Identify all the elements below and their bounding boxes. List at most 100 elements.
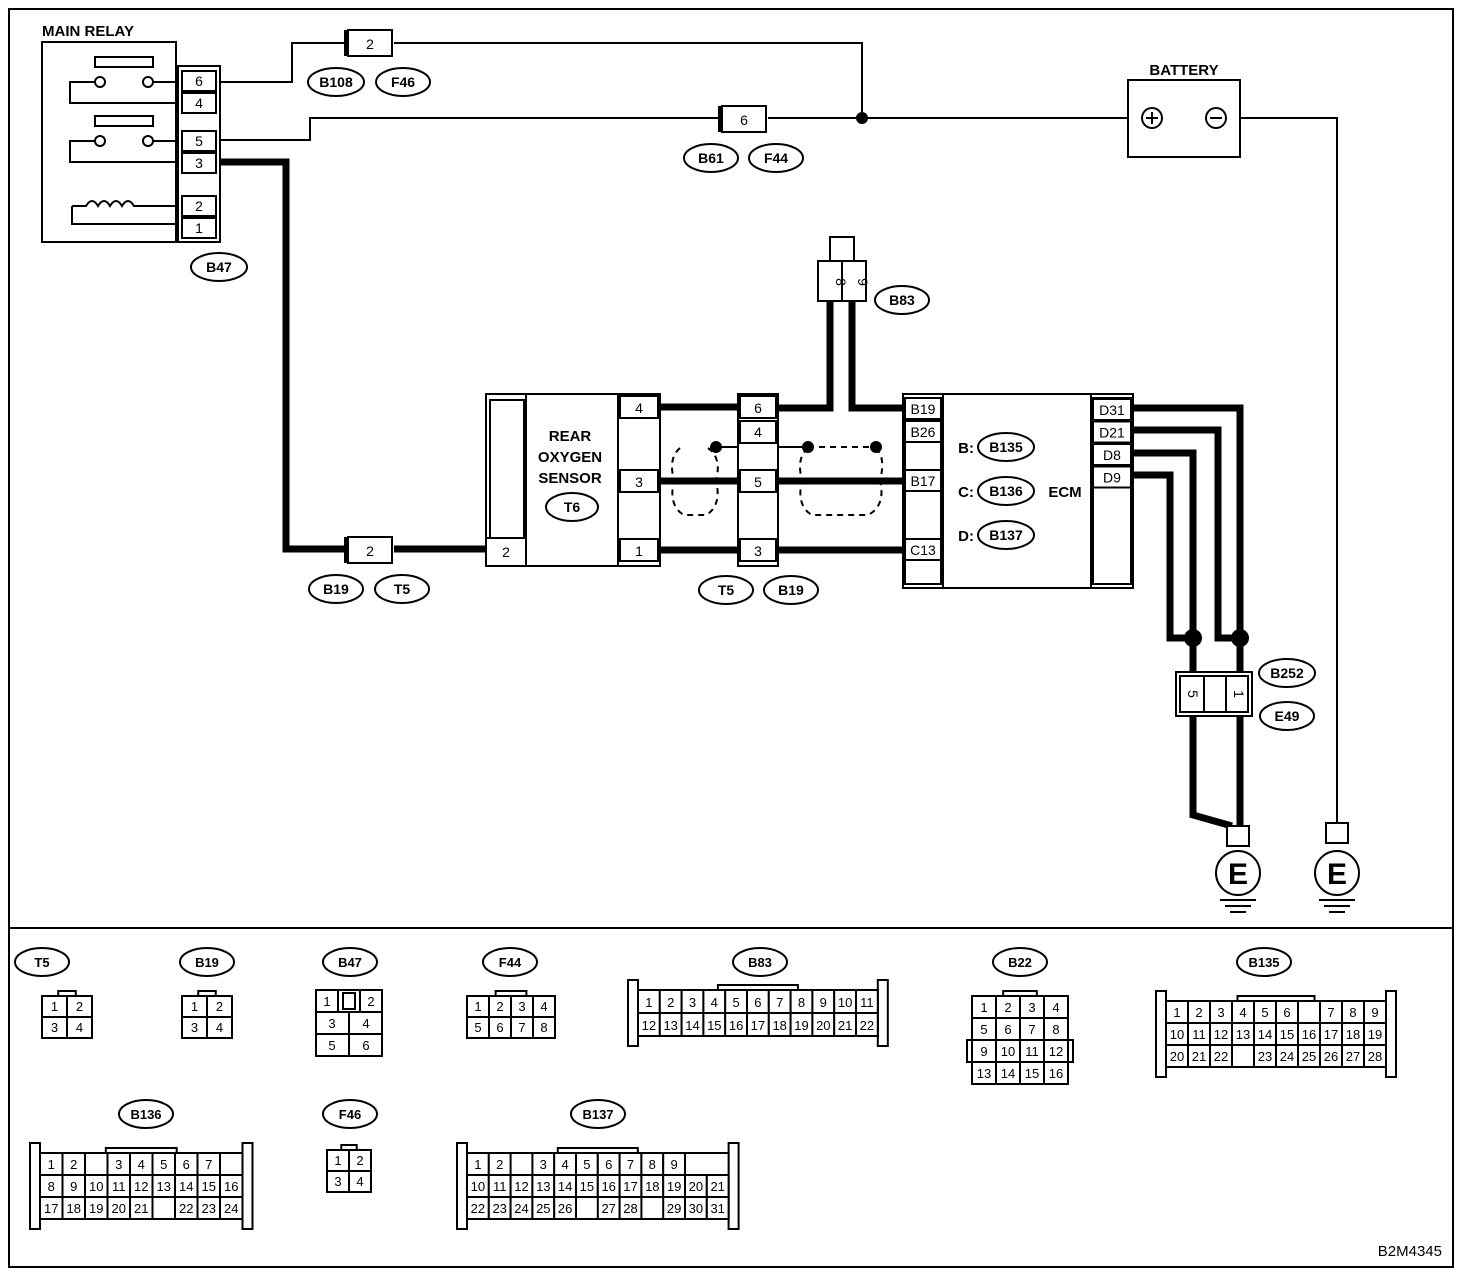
svg-text:2: 2 [496, 1157, 503, 1172]
svg-text:4: 4 [138, 1157, 145, 1172]
svg-text:17: 17 [751, 1018, 765, 1033]
svg-text:B61: B61 [698, 150, 724, 166]
svg-text:5: 5 [980, 1022, 987, 1037]
svg-text:23: 23 [1258, 1049, 1272, 1064]
svg-text:B137: B137 [582, 1107, 613, 1122]
oval-f44: F44 [748, 143, 804, 173]
svg-text:1: 1 [51, 999, 58, 1014]
ecm-pin-D31: D31 [1099, 402, 1125, 418]
svg-text:B136: B136 [130, 1107, 161, 1122]
svg-text:8: 8 [1349, 1005, 1356, 1020]
ecm-pin-D21: D21 [1099, 425, 1125, 441]
svg-text:7: 7 [1327, 1005, 1334, 1020]
svg-text:25: 25 [1302, 1049, 1316, 1064]
svg-text:4: 4 [540, 999, 547, 1014]
ecm-connector-prefix: C: [958, 484, 974, 501]
oval-b108: B108 [307, 67, 365, 97]
svg-text:21: 21 [838, 1018, 852, 1033]
ecm-connector-prefix: B: [958, 440, 974, 457]
svg-text:T5: T5 [718, 582, 735, 598]
shield-lines [671, 446, 884, 516]
svg-text:1: 1 [635, 543, 643, 559]
connector-b61-f44: 6 [718, 105, 767, 133]
svg-text:28: 28 [1368, 1049, 1382, 1064]
svg-text:5: 5 [328, 1038, 335, 1053]
relay-pin-4: 4 [195, 95, 203, 111]
svg-text:9: 9 [1371, 1005, 1378, 1020]
svg-text:E: E [1327, 858, 1347, 891]
svg-text:4: 4 [754, 424, 762, 440]
svg-text:9: 9 [670, 1157, 677, 1172]
diagram-frame [8, 8, 1454, 1268]
svg-text:8: 8 [833, 278, 849, 286]
svg-text:20: 20 [816, 1018, 830, 1033]
svg-text:10: 10 [471, 1179, 485, 1194]
svg-text:3: 3 [1217, 1005, 1224, 1020]
svg-text:10: 10 [1001, 1044, 1015, 1059]
svg-text:6: 6 [1004, 1022, 1011, 1037]
svg-text:4: 4 [1239, 1005, 1246, 1020]
svg-text:7: 7 [205, 1157, 212, 1172]
main-relay-label: MAIN RELAY [42, 23, 134, 40]
svg-text:2: 2 [216, 999, 223, 1014]
svg-text:31: 31 [710, 1201, 724, 1216]
svg-text:24: 24 [514, 1201, 528, 1216]
svg-text:3: 3 [51, 1020, 58, 1035]
svg-text:BATTERY: BATTERY [1149, 62, 1218, 79]
svg-text:16: 16 [729, 1018, 743, 1033]
svg-text:13: 13 [663, 1018, 677, 1033]
svg-text:30: 30 [689, 1201, 703, 1216]
svg-text:F44: F44 [764, 150, 788, 166]
svg-text:4: 4 [76, 1020, 83, 1035]
svg-text:21: 21 [710, 1179, 724, 1194]
svg-text:F46: F46 [391, 74, 415, 90]
svg-text:12: 12 [514, 1179, 528, 1194]
svg-text:16: 16 [1049, 1066, 1063, 1081]
svg-text:11: 11 [1192, 1027, 1206, 1042]
svg-text:B135: B135 [1248, 955, 1279, 970]
ground-symbol-2: E [1314, 822, 1360, 913]
svg-text:B22: B22 [1008, 955, 1032, 970]
svg-text:24: 24 [1280, 1049, 1294, 1064]
svg-text:25: 25 [536, 1201, 550, 1216]
svg-text:8: 8 [540, 1020, 547, 1035]
svg-text:E49: E49 [1275, 708, 1300, 724]
svg-text:2: 2 [70, 1157, 77, 1172]
svg-text:26: 26 [1324, 1049, 1338, 1064]
svg-text:21: 21 [134, 1201, 148, 1216]
svg-text:2: 2 [1195, 1005, 1202, 1020]
svg-text:14: 14 [558, 1179, 572, 1194]
svg-text:4: 4 [635, 400, 643, 416]
oval-b136: B136 [977, 476, 1035, 506]
oval-b47: B47 [190, 252, 248, 282]
svg-text:23: 23 [492, 1201, 506, 1216]
relay-pin-3: 3 [195, 155, 203, 171]
svg-text:3: 3 [635, 474, 643, 490]
svg-text:22: 22 [860, 1018, 874, 1033]
svg-text:12: 12 [1049, 1044, 1063, 1059]
svg-text:15: 15 [1280, 1027, 1294, 1042]
svg-text:11: 11 [493, 1179, 507, 1194]
svg-text:8: 8 [649, 1157, 656, 1172]
svg-text:2: 2 [496, 999, 503, 1014]
svg-text:1: 1 [191, 999, 198, 1014]
rear-oxygen-sensor: 2 REAR OXYGEN SENSOR 4 3 1 [485, 393, 661, 567]
svg-text:20: 20 [1170, 1049, 1184, 1064]
wires [218, 42, 1338, 830]
svg-text:6: 6 [754, 400, 762, 416]
ground-symbol-1: E [1215, 825, 1261, 913]
battery: BATTERY [1127, 62, 1241, 158]
svg-text:17: 17 [1324, 1027, 1338, 1042]
relay-pin-1: 1 [195, 220, 203, 236]
svg-text:7: 7 [1028, 1022, 1035, 1037]
svg-text:3: 3 [540, 1157, 547, 1172]
svg-text:15: 15 [707, 1018, 721, 1033]
svg-text:B19: B19 [195, 955, 219, 970]
svg-text:B252: B252 [1270, 665, 1304, 681]
